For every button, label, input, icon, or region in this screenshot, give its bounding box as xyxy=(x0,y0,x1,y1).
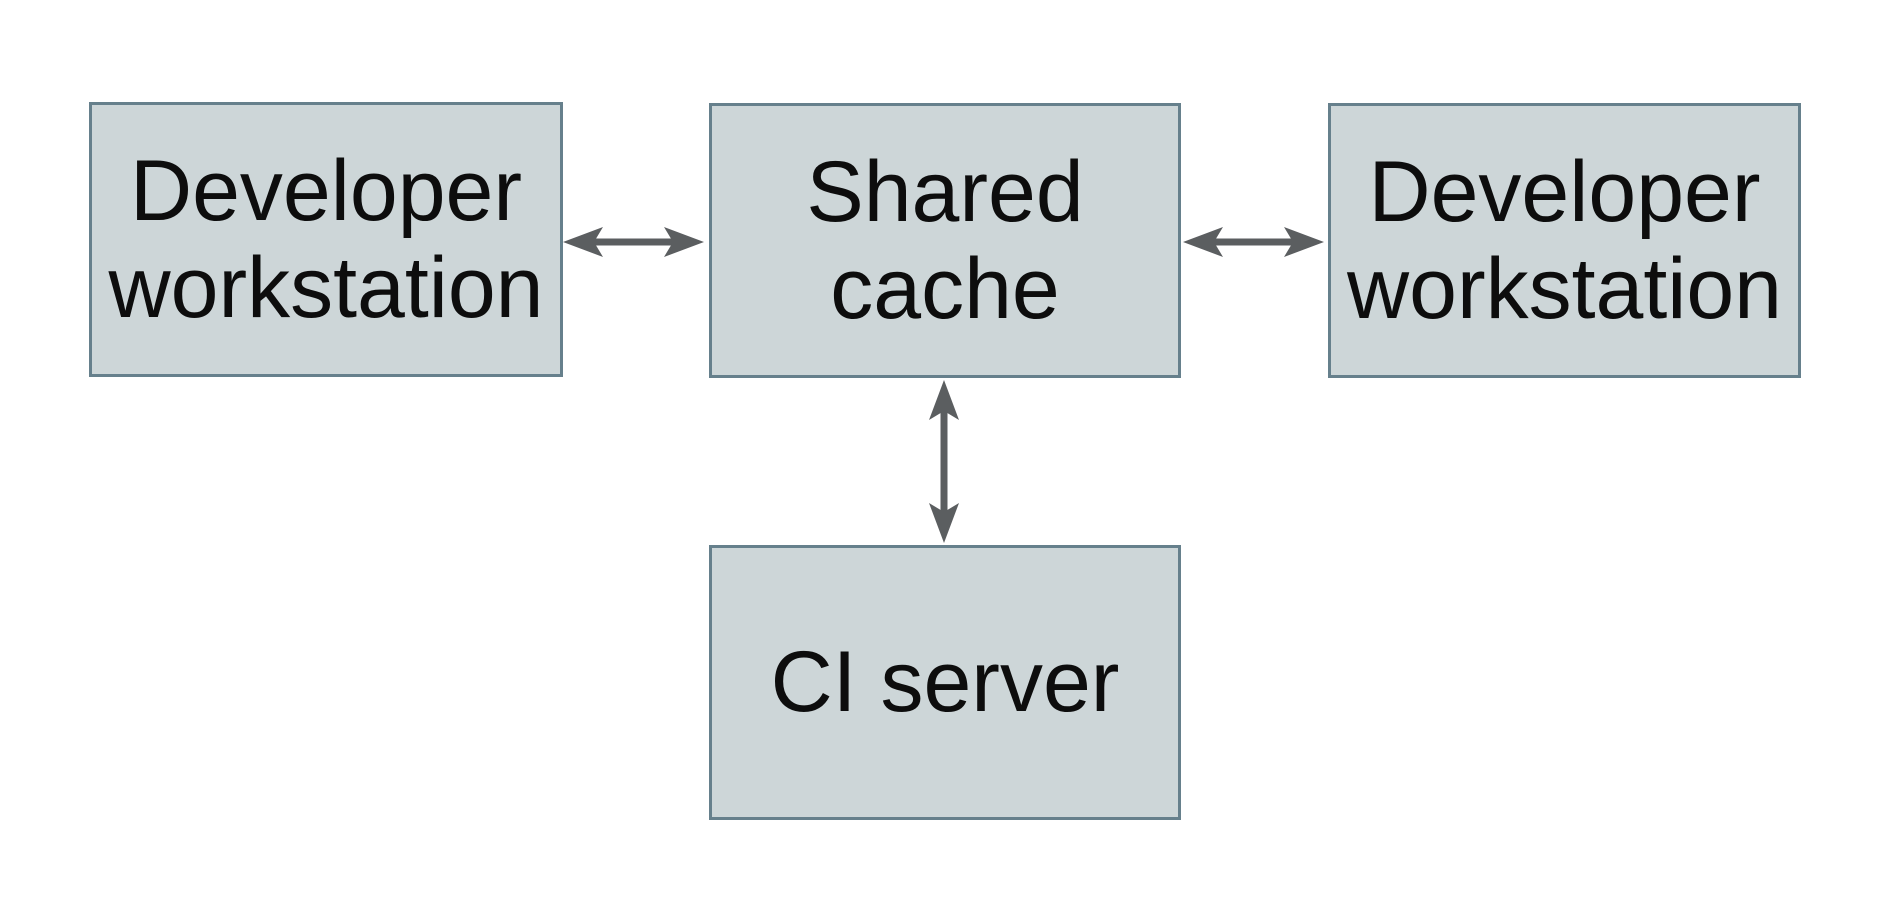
node-developer-workstation-left-label: Developer workstation xyxy=(108,143,544,336)
bidirectional-arrow-workstation-left-to-cache-icon xyxy=(563,227,704,257)
bidirectional-arrow-cache-to-workstation-right-icon xyxy=(1183,227,1324,257)
bidirectional-arrow-cache-to-ci-server-icon xyxy=(929,380,959,543)
node-shared-cache-label: Shared cache xyxy=(806,144,1084,337)
node-developer-workstation-right: Developer workstation xyxy=(1328,103,1801,378)
node-developer-workstation-left: Developer workstation xyxy=(89,102,563,377)
node-ci-server-label: CI server xyxy=(770,634,1120,731)
node-developer-workstation-right-label: Developer workstation xyxy=(1347,144,1782,337)
node-ci-server: CI server xyxy=(709,545,1181,820)
node-shared-cache: Shared cache xyxy=(709,103,1181,378)
